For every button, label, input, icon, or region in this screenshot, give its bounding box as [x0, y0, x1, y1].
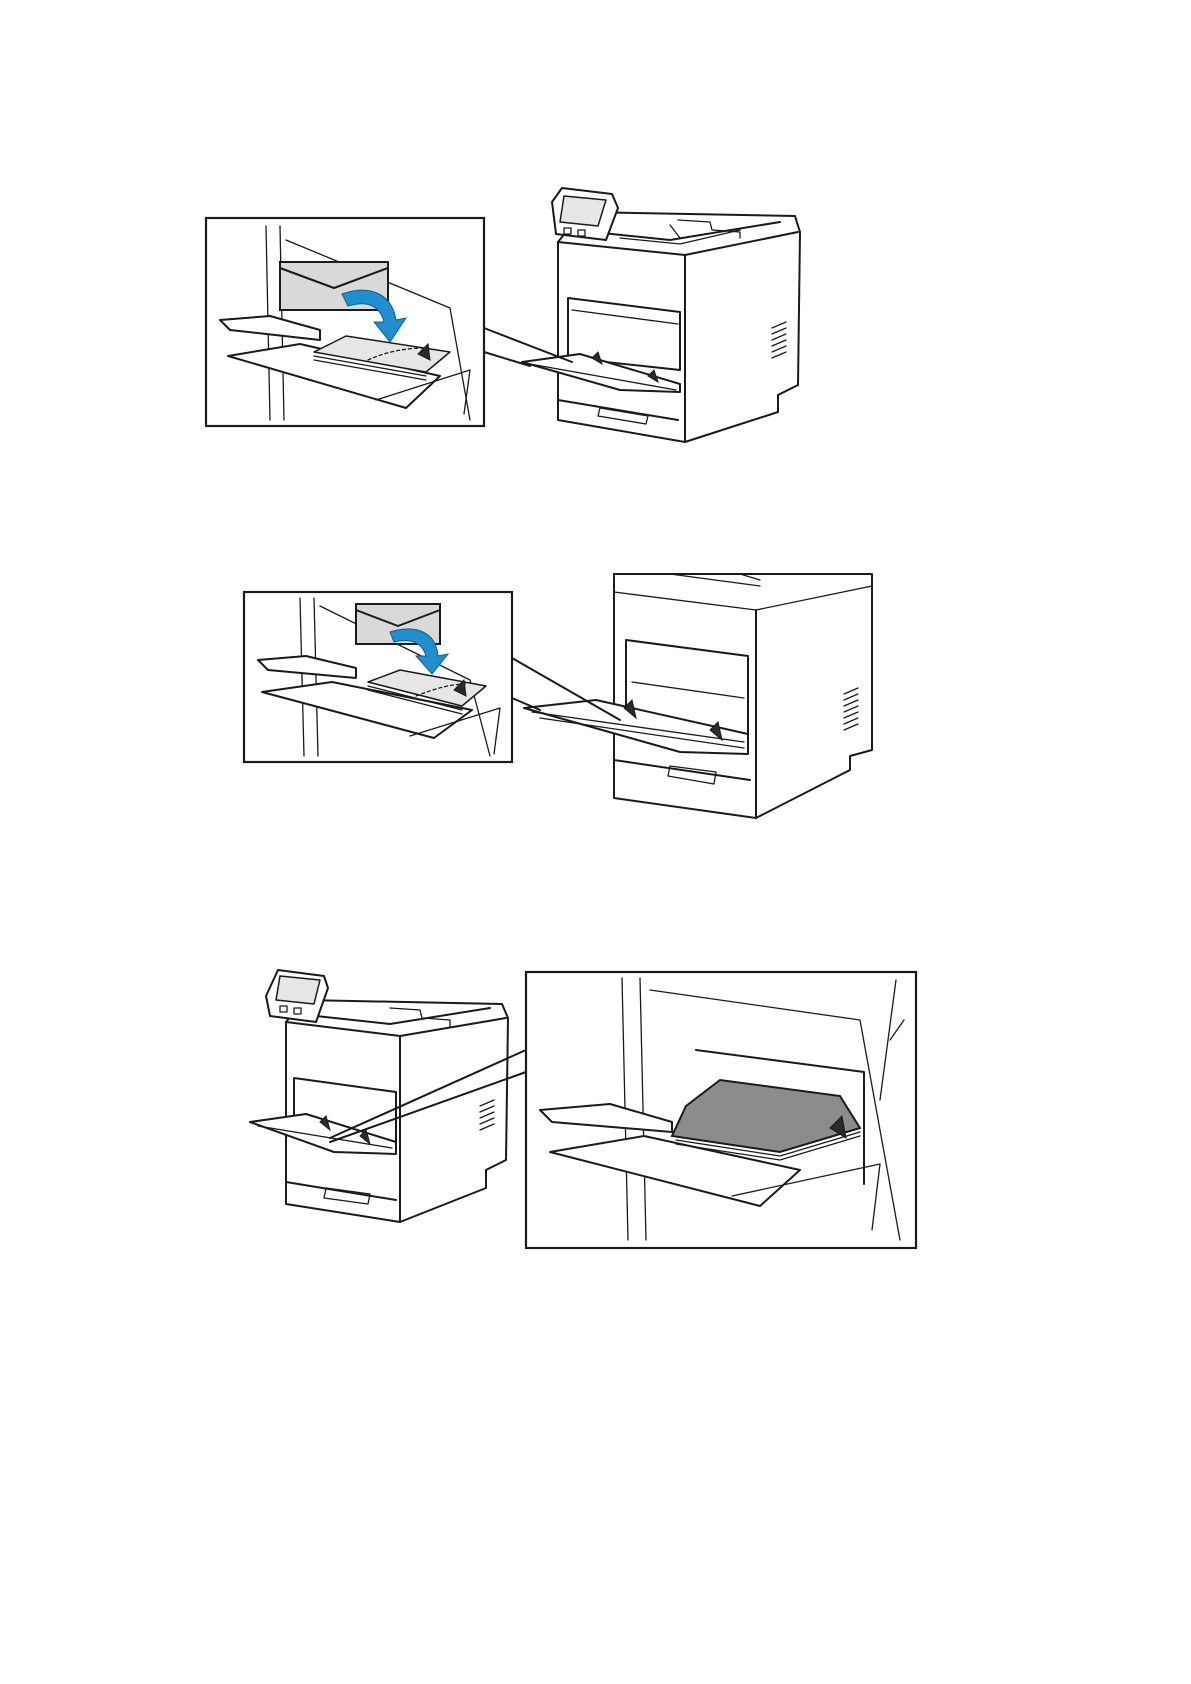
printer-icon [250, 1000, 508, 1222]
figure-step-3 [240, 960, 960, 1260]
control-panel-icon [552, 188, 618, 240]
printer-illustration-3 [240, 960, 960, 1260]
printer-illustration-2 [240, 570, 950, 830]
detail-inset [244, 592, 512, 762]
printer-illustration-1 [200, 180, 880, 500]
detail-inset [526, 972, 916, 1248]
control-panel-icon [266, 970, 328, 1022]
detail-inset [206, 218, 484, 426]
printer-icon [522, 212, 800, 442]
figure-step-2 [240, 570, 950, 830]
figure-step-1 [200, 180, 880, 500]
